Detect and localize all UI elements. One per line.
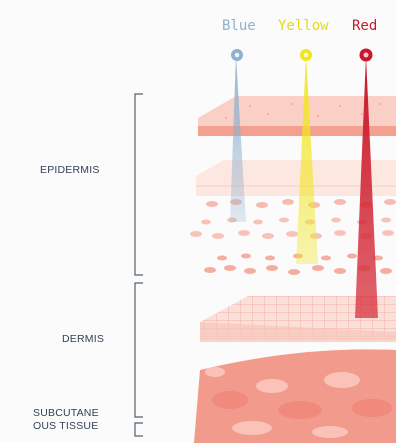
subcutaneous-label-line2: OUS TISSUE (33, 420, 99, 433)
subcutaneous-layer (194, 349, 396, 443)
blue-light-label: Blue (222, 18, 256, 34)
epidermis-label: EPIDERMIS (40, 164, 100, 176)
red-light-label: Red (352, 18, 377, 34)
subcutaneous-bracket (135, 423, 143, 436)
subcutaneous-label: SUBCUTANE OUS TISSUE (33, 407, 99, 433)
layer-brackets (135, 94, 143, 436)
blue-beam (230, 56, 246, 222)
subcutaneous-label-line1: SUBCUTANE (33, 407, 99, 420)
epidermis-bracket (135, 94, 143, 275)
dermis-bracket (135, 283, 143, 417)
yellow-light-label: Yellow (278, 18, 329, 34)
dermis-label: DERMIS (62, 333, 104, 345)
